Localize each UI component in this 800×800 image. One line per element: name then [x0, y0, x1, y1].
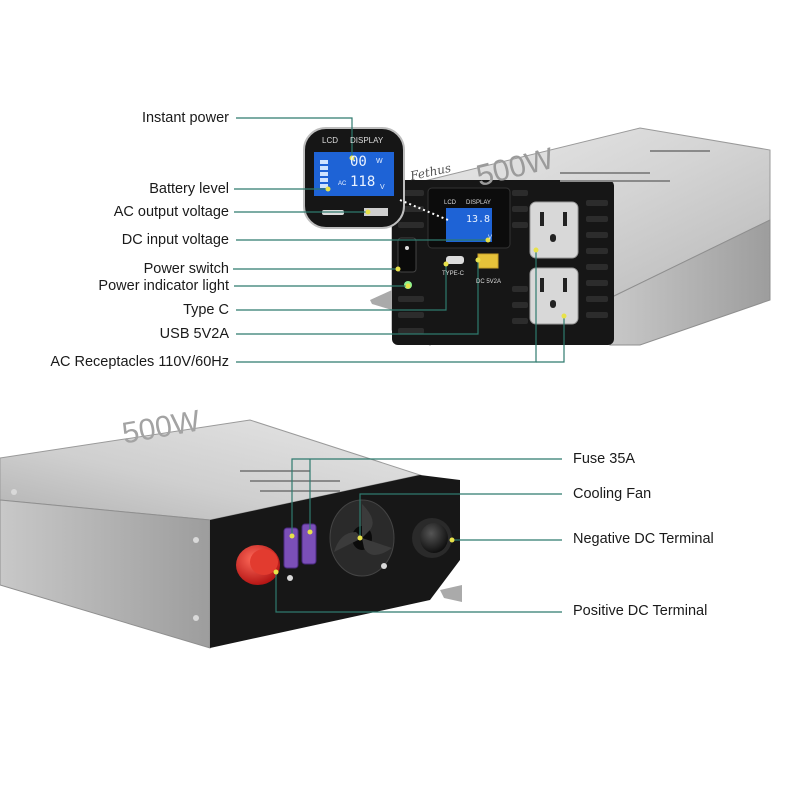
lcd-screen-small [446, 208, 492, 242]
display-label-small: DISPLAY [466, 200, 491, 206]
rear-model-text: 500W [119, 404, 203, 451]
lcd-ac-tag: AC [338, 181, 347, 187]
callout-negative-terminal: Negative DC Terminal [573, 531, 714, 547]
fuse-1-graphic [283, 527, 299, 569]
lcd-label-small: LCD [444, 200, 457, 206]
front-vents-middle [512, 190, 528, 324]
rear-casing-printing [240, 470, 340, 492]
lcd-label: LCD [322, 136, 339, 145]
rear-device [0, 419, 462, 649]
callout-positive-terminal: Positive DC Terminal [573, 603, 708, 619]
callout-power-switch: Power switch [143, 261, 229, 277]
usb-label: DC 5V2A [476, 279, 502, 285]
lcd-ac-unit: V [380, 184, 385, 191]
negative-terminal-graphic [412, 518, 452, 558]
display-label: DISPLAY [350, 136, 384, 145]
callout-ac-output-voltage: AC output voltage [113, 204, 229, 220]
front-vents-right [586, 200, 608, 318]
positive-terminal-graphic [236, 545, 280, 585]
front-foot-left [370, 290, 392, 310]
front-callout-lines [233, 117, 565, 363]
callout-usb: USB 5V2A [159, 326, 229, 342]
rear-casing-side [0, 499, 211, 649]
type-c-port-graphic [446, 256, 464, 264]
callout-power-indicator-light: Power indicator light [98, 278, 229, 294]
callout-dc-input-voltage: DC input voltage [121, 232, 229, 248]
rear-callout-dots [273, 529, 455, 575]
type-c-label: TYPE-C [442, 271, 465, 277]
lcd-ac-reading: 118 [350, 174, 376, 190]
usb-port-graphic [477, 253, 499, 269]
rear-screws [11, 489, 387, 621]
lcd-battery-bars [320, 160, 328, 188]
ac-receptacles-graphic [529, 201, 579, 325]
rear-foot [440, 585, 462, 602]
fuse-2-graphic [301, 523, 317, 565]
power-switch-graphic [397, 237, 417, 273]
callout-type-c: Type C [183, 302, 229, 318]
rear-callout-lines [275, 458, 562, 613]
callout-cooling-fan: Cooling Fan [573, 486, 652, 502]
lcd-dc-reading: 13.8 [466, 214, 491, 225]
callout-fuse: Fuse 35A [573, 451, 636, 467]
callout-ac-receptacles: AC Receptacles 110V/60Hz [50, 354, 229, 370]
rear-panel [210, 475, 460, 648]
front-casing-printing [560, 150, 710, 182]
callout-instant-power: Instant power [141, 110, 229, 126]
lcd-dc-unit: V [488, 235, 493, 241]
lcd-power-reading: 00 [350, 154, 367, 170]
front-device [303, 127, 771, 346]
lcd-power-unit: W [376, 158, 383, 165]
front-callout-dots [325, 155, 567, 319]
callout-battery-level: Battery level [149, 181, 229, 197]
